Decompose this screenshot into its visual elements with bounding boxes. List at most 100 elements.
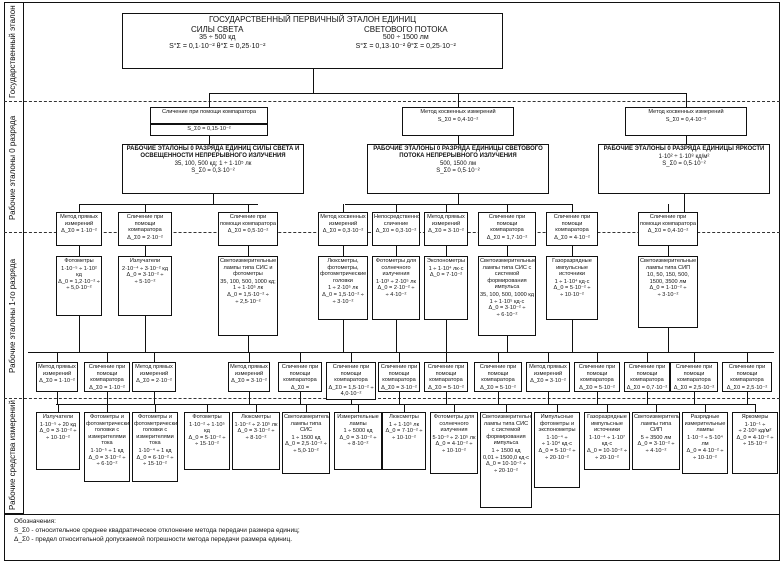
legend-line-2: Δ_Σ0 - предел относительной допускаемой … (14, 535, 293, 543)
instrument-method-box-values: Δ_Σ0 = 0,5·10⁻² (290, 384, 310, 391)
connector (300, 392, 301, 404)
rank1-standard-box-values: 35, 100, 500, 1000 кд; 1 ÷ 1·10⁵ лк Δ_0 … (220, 278, 276, 305)
rank1-standard-box-title: Газоразрядные импульсные источники (552, 258, 592, 278)
rank1-method-box-values: Δ_Σ0 = 3·10⁻² (428, 228, 464, 235)
instrument-method-box-title: Сличение при помощи компаратора (728, 364, 766, 384)
connector (498, 352, 499, 362)
connector (248, 246, 249, 256)
connector (507, 204, 508, 212)
connector (57, 392, 58, 404)
rank1-standard-box-values: 1 ÷ 1·10⁴ кд·с Δ_0 = 5·10⁻² ÷ ÷ 10·10⁻² (553, 278, 591, 298)
instrument-box-title: Яркомеры (741, 414, 769, 420)
method-label: Сличение при помощи компаратора (161, 109, 257, 115)
instrument-box-title: Светоизмерительные лампы типа СИС с сист… (482, 414, 532, 447)
connector (446, 246, 447, 256)
legend-line-1: S_Σ0 - относительное среднее квадратичес… (14, 526, 300, 534)
instrument-method-box-title: Сличение при помощи компаратора (88, 364, 126, 384)
connector (79, 204, 80, 212)
connector (155, 404, 156, 412)
connector (154, 352, 155, 362)
connector (209, 136, 210, 144)
method-value: S_Σ0 = 0,4·10⁻² (437, 116, 479, 123)
rank1-standard-box-values: 1 ÷ 1·10⁴ лк·с Δ_0 = 7·10⁻² (428, 265, 464, 279)
rank1-method-box-values: Δ_Σ0 = 4·10⁻² (554, 234, 590, 241)
method-value: S_Σ0 = 0,15·10⁻² (187, 126, 231, 132)
instrument-box-values: 1 ÷ 1500 кд 0,01 ÷ 1500,0 кд·с Δ_0 = 10·… (482, 447, 530, 474)
rank1-method-box-title: Сличение при помощи компаратора (488, 214, 526, 234)
rank1-method-box-values: Δ_Σ0 = 0,3·10⁻² (322, 228, 364, 235)
connector (684, 194, 685, 212)
instrument-method-box-title: Сличение при помощи компаратора (628, 364, 666, 384)
rank1-standard-box-values: 2·10⁻⁴ ÷ 3·10⁻² кд Δ_0 = 3·10⁻² ÷ ÷ 5·10… (121, 265, 168, 285)
connector (207, 404, 208, 412)
instrument-box-values: 1·10⁻² ÷ 2·10⁵ лк Δ_0 = 3·10⁻² ÷ ÷ 8·10⁻… (234, 421, 278, 441)
connector (458, 93, 459, 107)
rank1-standard-box-title: Излучатели (129, 258, 161, 264)
method-label: Метод косвенных измерений (420, 109, 496, 115)
connector (300, 352, 301, 362)
rank0-standard-1: РАБОЧИЕ ЭТАЛОНЫ 0 РАЗРЯДА ЕДИНИЦ СИЛЫ СВ… (122, 144, 304, 194)
method-box-1: Сличение при помощи компаратора (150, 107, 268, 124)
rank0-standard-3: РАБОЧИЕ ЭТАЛОНЫ 0 РАЗРЯДА ЕДИНИЦЫ ЯРКОСТ… (598, 144, 770, 194)
rank1-method-box-values: Δ_Σ0 = 1,7·10⁻² (486, 234, 528, 241)
connector (343, 320, 344, 352)
connector (145, 316, 146, 352)
sidebar-label-instruments: Рабочие средства измерений (8, 400, 17, 510)
rank0-title: РАБОЧИЕ ЭТАЛОНЫ 0 РАЗРЯДА ЕДИНИЦЫ ЯРКОСТ… (603, 146, 765, 152)
instrument-method-box-title: Сличение при помощи компаратора (427, 364, 465, 384)
instrument-box-values: 1·10⁻² ÷ 5·10⁴ лм Δ_0 = 4·10⁻² ÷ ÷ 10·10… (686, 434, 724, 461)
instrument-method-box-title: Сличение при помощи компаратора (380, 364, 418, 384)
instrument-box-values: 1·10⁻¹ ÷ ÷ 2·10⁵ кд/м² Δ_0 = 4·10⁻² ÷ ÷ … (736, 421, 774, 448)
rank1-standard-box: Люксметры, фотометры, фотометрические го… (318, 256, 368, 320)
connector (28, 352, 774, 353)
instrument-box-values: 5 ÷ 3500 лм Δ_0 = 3·10⁻² ÷ ÷ 4·10⁻² (637, 434, 675, 454)
method-label: Метод косвенных измерений (648, 109, 724, 115)
connector (686, 93, 687, 107)
divider-legend (4, 514, 780, 515)
instrument-box-title: Фотометры (192, 414, 222, 420)
rank1-method-box-values: Δ_Σ0 = 0,3·10⁻² (375, 228, 417, 235)
instrument-method-box-values: Δ_Σ0 = 3·10⁻² (530, 378, 566, 385)
connector (358, 404, 359, 412)
rank0-title: РАБОЧИЕ ЭТАЛОНЫ 0 РАЗРЯДА ЕДИНИЦЫ СВЕТОВ… (373, 146, 543, 160)
connector (572, 204, 573, 212)
rank0-title: РАБОЧИЕ ЭТАЛОНЫ 0 РАЗРЯДА ЕДИНИЦ СИЛЫ СВ… (126, 146, 300, 160)
instrument-box: Светоизмерительные лампы типа СИС с сист… (480, 412, 532, 508)
connector (694, 392, 695, 404)
instrument-method-box-values: Δ_Σ0 = 3·10⁻² (381, 384, 417, 391)
instrument-method-box-values: Δ_Σ0 = 2,5·10⁻² (726, 384, 768, 391)
instrument-box: Фотометры и фотометрические головки с из… (132, 412, 178, 482)
instrument-method-box-title: Метод прямых измерений (230, 364, 268, 377)
connector (446, 320, 447, 352)
instrument-method-box-values: Δ_Σ0 = 5·10⁻² (480, 384, 516, 391)
connector (454, 404, 455, 412)
instrument-method-box-values: Δ_Σ0 = 1·10⁻² (39, 378, 75, 385)
instrument-method-box-values: Δ_Σ0 = 1,5·10⁻² ÷ 4,0·10⁻² (328, 384, 374, 398)
connector (154, 392, 155, 404)
connector (248, 204, 249, 212)
connector (506, 404, 507, 412)
method-box-3: Метод косвенных измерений S_Σ0 = 0,4·10⁻… (625, 107, 747, 136)
rank1-standard-box-values: 35, 100, 500, 1000 кд 1 ÷ 1·10⁵ кд·с Δ_0… (480, 291, 534, 318)
rank1-standard-box: Светоизмерительные лампы типа СИС с сист… (478, 256, 536, 336)
